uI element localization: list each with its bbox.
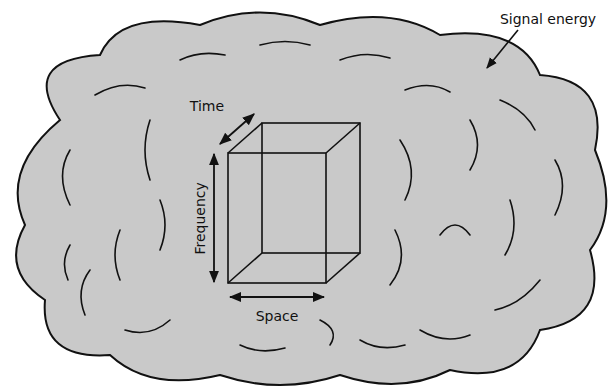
- texture-arc: [160, 200, 165, 250]
- texture-arc: [63, 150, 71, 205]
- axis-label: Time: [190, 98, 224, 115]
- cloud-outline: [16, 13, 606, 386]
- texture-arc: [495, 280, 540, 310]
- texture-arc: [505, 200, 514, 255]
- texture-arc: [400, 140, 411, 200]
- texture-arc: [320, 320, 333, 345]
- texture-arc: [81, 270, 90, 315]
- texture-arc: [555, 160, 563, 215]
- wireframe-cube: [228, 123, 360, 283]
- texture-arc: [500, 100, 535, 130]
- texture-arc: [180, 53, 225, 60]
- axis-arrows: [214, 114, 324, 297]
- axis-label: Space: [256, 308, 299, 325]
- texture-arc: [360, 340, 405, 348]
- texture-arc: [95, 85, 145, 95]
- texture-arc: [340, 54, 390, 60]
- axis-label: Frequency: [192, 182, 209, 254]
- texture-arc: [125, 320, 170, 332]
- texture-arc: [115, 230, 120, 280]
- cloud-texture: [63, 42, 563, 351]
- texture-arc: [64, 245, 70, 280]
- texture-arc: [260, 42, 310, 46]
- texture-arc: [240, 345, 285, 351]
- texture-arc: [420, 330, 470, 339]
- texture-arc: [470, 120, 478, 170]
- texture-arc: [440, 225, 470, 235]
- texture-arc: [390, 230, 401, 285]
- leader-label: Signal energy: [500, 11, 596, 28]
- leader-arrow: [487, 30, 518, 68]
- texture-arc: [405, 85, 450, 92]
- texture-arc: [145, 120, 150, 180]
